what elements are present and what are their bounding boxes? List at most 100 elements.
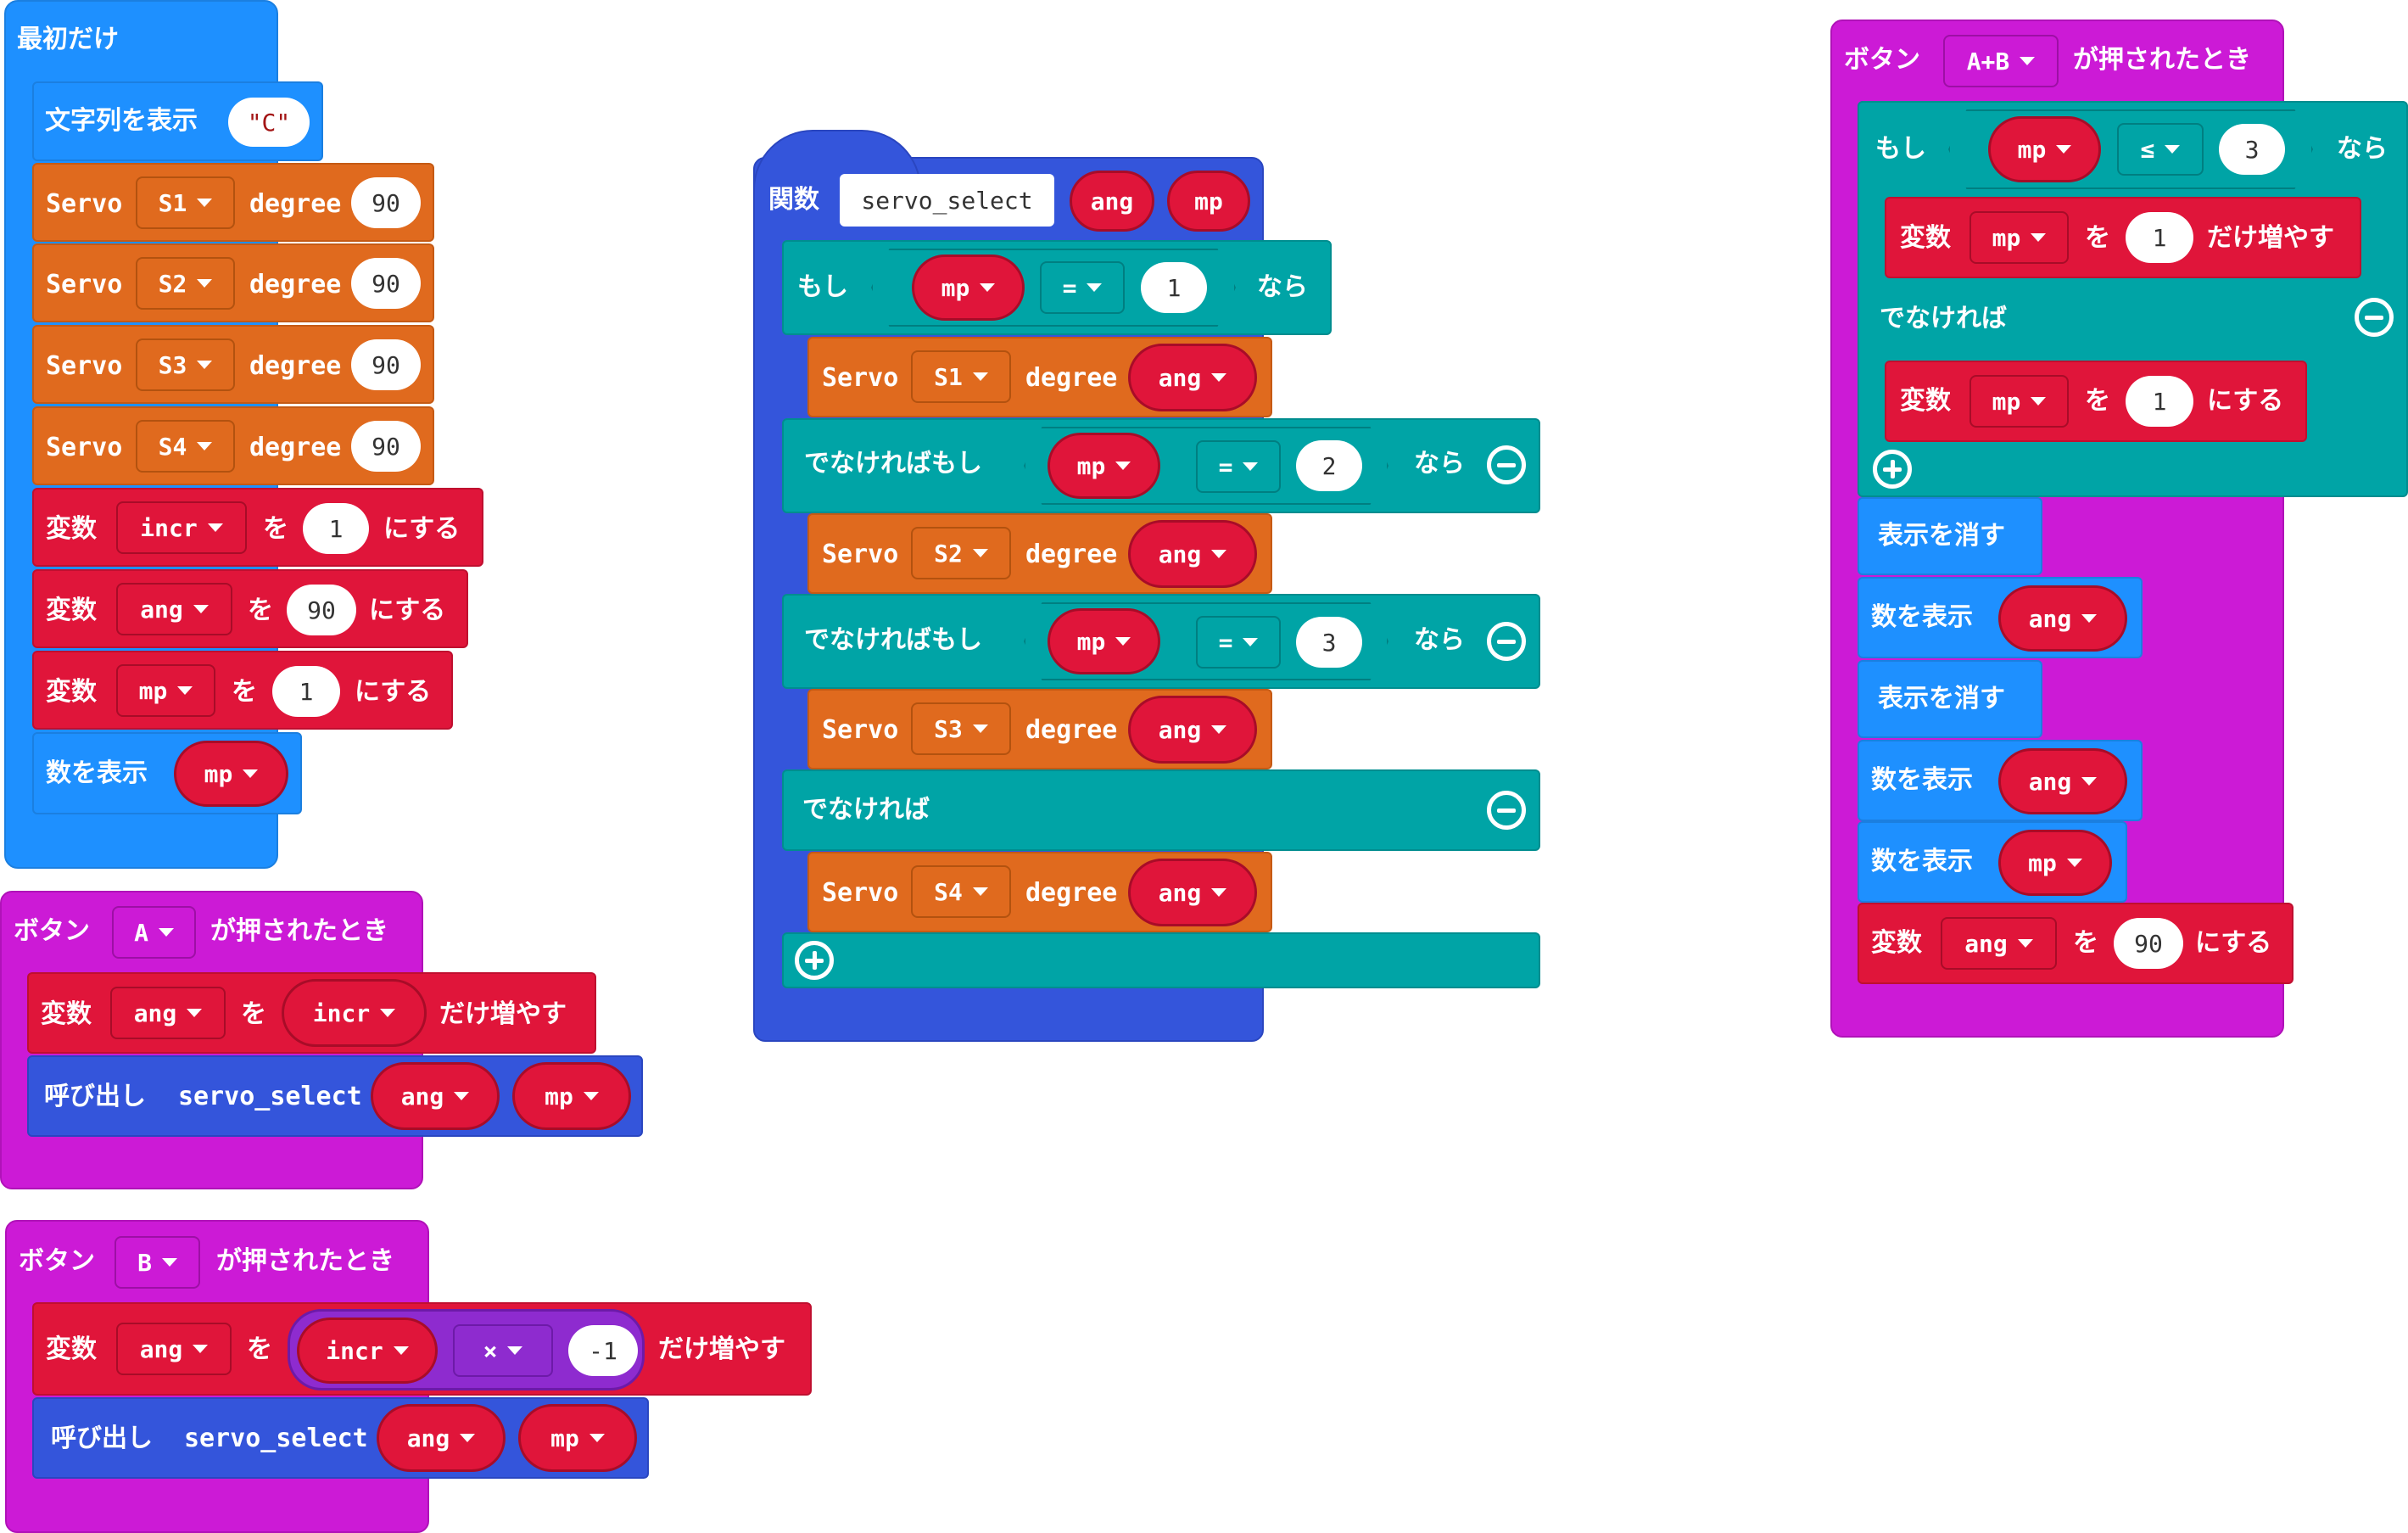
set-var-block-ang[interactable]: [32, 569, 468, 648]
function-name-input[interactable]: servo_select: [840, 174, 1054, 227]
var-reporter-ang[interactable]: ang: [1128, 344, 1257, 411]
param-mp[interactable]: mp: [1167, 171, 1250, 232]
servo-pin-dropdown[interactable]: S2: [136, 257, 235, 310]
value-input[interactable]: 1: [1141, 262, 1207, 313]
var-reporter-ang[interactable]: ang: [1128, 696, 1257, 764]
set-var-block-ang[interactable]: [1858, 903, 2293, 984]
servo-label: Servo: [46, 270, 123, 299]
value-input[interactable]: 1: [2126, 212, 2193, 263]
var-dropdown[interactable]: mp: [1969, 375, 2069, 428]
operator-dropdown[interactable]: =: [1196, 440, 1281, 493]
arg-mp[interactable]: mp: [518, 1404, 637, 1472]
button-dropdown[interactable]: A+B: [1943, 35, 2059, 87]
arg-ang[interactable]: ang: [371, 1062, 500, 1130]
chevron-down-icon: [158, 928, 174, 937]
var-dropdown[interactable]: ang: [110, 987, 226, 1039]
button-dropdown[interactable]: B: [115, 1236, 200, 1289]
if-label: もし: [1875, 134, 1926, 164]
function-label: 関数: [768, 185, 819, 215]
var-name: ang: [139, 1334, 183, 1363]
value-input[interactable]: 1: [2126, 376, 2193, 427]
var-reporter-mp[interactable]: mp: [1048, 608, 1160, 674]
else-row[interactable]: [782, 769, 1540, 851]
set-var-block-mp[interactable]: [32, 651, 453, 730]
chevron-down-icon: [972, 372, 988, 381]
var-reporter-ang[interactable]: ang: [1998, 748, 2127, 814]
button-dropdown[interactable]: A: [112, 906, 196, 959]
value-input[interactable]: 90: [2114, 918, 2183, 969]
plus-circle-icon[interactable]: [1873, 450, 1912, 489]
var-reporter-ang[interactable]: ang: [1128, 859, 1257, 926]
servo-pin-dropdown[interactable]: S4: [911, 865, 1011, 918]
degree-input[interactable]: 90: [351, 177, 421, 228]
then-label: なら: [1257, 272, 1308, 302]
degree-input[interactable]: 90: [351, 258, 421, 309]
var-name: ang: [1158, 878, 1202, 907]
var-label: 変数: [1900, 223, 1951, 253]
event-suffix-label: が押されたとき: [216, 1246, 394, 1276]
plus-circle-icon[interactable]: [795, 941, 834, 980]
operator-dropdown[interactable]: ×: [453, 1324, 553, 1377]
var-reporter-ang[interactable]: ang: [1998, 585, 2127, 652]
var-dropdown[interactable]: incr: [116, 501, 247, 554]
set-var-block[interactable]: [1885, 361, 2307, 442]
set-suffix-label: にする: [383, 514, 461, 544]
chevron-down-icon: [2165, 145, 2181, 154]
chevron-down-icon: [1243, 462, 1259, 471]
param-name: mp: [1194, 187, 1223, 215]
var-reporter-mp[interactable]: mp: [1988, 116, 2101, 182]
operator-dropdown[interactable]: ≤: [2117, 123, 2204, 176]
servo-label: Servo: [46, 433, 123, 462]
var-dropdown[interactable]: ang: [1941, 917, 2057, 970]
value-input[interactable]: 3: [2219, 124, 2285, 175]
var-reporter-incr[interactable]: incr: [282, 979, 427, 1047]
var-dropdown[interactable]: mp: [1969, 211, 2069, 264]
value-input[interactable]: 2: [1296, 440, 1362, 491]
servo-pin-dropdown[interactable]: S3: [136, 338, 235, 391]
servo-pin-dropdown[interactable]: S2: [911, 527, 1011, 579]
value-input[interactable]: 1: [272, 666, 340, 717]
arg-mp[interactable]: mp: [512, 1062, 631, 1130]
var-reporter-mp[interactable]: mp: [1998, 830, 2112, 896]
value-input[interactable]: 3: [1296, 617, 1362, 668]
var-label: 変数: [46, 514, 97, 544]
servo-pin-dropdown[interactable]: S3: [911, 702, 1011, 755]
chevron-down-icon: [2031, 397, 2047, 406]
wo-label: を: [247, 1334, 272, 1364]
operator-dropdown[interactable]: =: [1040, 261, 1125, 314]
var-reporter-incr[interactable]: incr: [297, 1318, 438, 1384]
servo-pin-dropdown[interactable]: S1: [136, 176, 235, 229]
arg-ang[interactable]: ang: [377, 1404, 506, 1472]
minus-circle-icon[interactable]: [1487, 622, 1526, 661]
wo-label: を: [248, 596, 273, 625]
var-reporter-mp[interactable]: mp: [174, 741, 288, 807]
servo-pin-dropdown[interactable]: S4: [136, 420, 235, 473]
value-input[interactable]: 90: [287, 585, 356, 635]
clear-screen-block[interactable]: [1858, 497, 2042, 575]
var-reporter-mp[interactable]: mp: [1048, 433, 1160, 499]
clear-screen-block[interactable]: [1858, 660, 2042, 738]
string-input[interactable]: "C": [228, 98, 310, 147]
chevron-down-icon: [972, 725, 988, 733]
button-name: A: [134, 918, 148, 947]
degree-input[interactable]: 90: [351, 421, 421, 472]
var-label: 変数: [41, 999, 92, 1029]
var-dropdown[interactable]: mp: [116, 664, 215, 717]
var-dropdown[interactable]: ang: [116, 583, 232, 635]
change-var-block[interactable]: [1885, 197, 2361, 278]
set-var-block-incr[interactable]: [32, 488, 483, 567]
minus-circle-icon[interactable]: [2355, 298, 2394, 337]
value-input[interactable]: 1: [303, 503, 369, 554]
minus-circle-icon[interactable]: [1487, 791, 1526, 830]
var-name: mp: [550, 1424, 579, 1452]
servo-pin-dropdown[interactable]: S1: [911, 350, 1011, 403]
degree-input[interactable]: 90: [351, 339, 421, 390]
chevron-down-icon: [187, 1009, 203, 1017]
minus-circle-icon[interactable]: [1487, 445, 1526, 484]
operator-dropdown[interactable]: =: [1196, 616, 1281, 669]
var-reporter-ang[interactable]: ang: [1128, 520, 1257, 588]
var-dropdown[interactable]: ang: [116, 1323, 232, 1375]
var-reporter-mp[interactable]: mp: [912, 255, 1025, 321]
param-ang[interactable]: ang: [1070, 171, 1154, 232]
value-input[interactable]: -1: [568, 1325, 638, 1376]
